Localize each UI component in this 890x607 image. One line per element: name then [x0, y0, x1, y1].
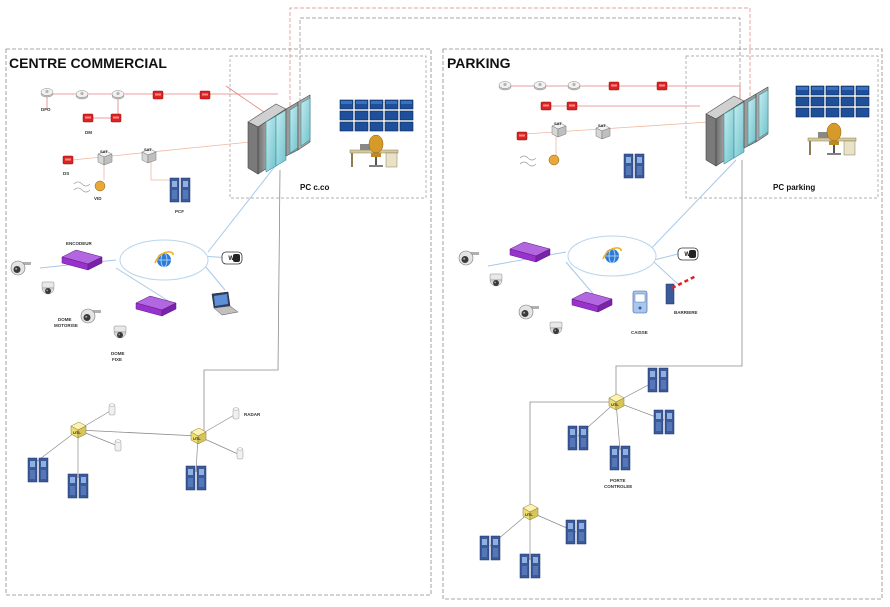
right-control-room: PC parking: [705, 85, 870, 192]
tag-sat: SAT: [554, 121, 562, 126]
monitor-wall-icon: [795, 85, 870, 118]
server-rack-icon: [247, 94, 311, 175]
pc-parking-label: PC parking: [773, 183, 815, 192]
right-fire-devices: SAT SAT: [498, 81, 668, 179]
encoder-icon: [135, 295, 177, 317]
radar-icon: [114, 439, 122, 452]
tag-sat: SAT: [598, 123, 606, 128]
fixed-camera-icon: [113, 325, 127, 339]
label-ds: DS: [63, 171, 69, 176]
operator-desk-icon: [807, 122, 857, 156]
left-control-room: PC c.co: [247, 94, 414, 192]
fire-relay-icon: [566, 101, 578, 111]
smoke-detector-icon: [533, 81, 547, 91]
site-interlink-grey: [299, 17, 741, 114]
smoke-wave-icon: [519, 155, 537, 167]
dome-camera-icon: [10, 260, 32, 276]
fixed-camera-icon: [549, 321, 563, 335]
left-video-devices: ENCODEUR DOME MOTORISE DOME FIXE: [10, 239, 243, 362]
label-barriere: BARRIERE: [674, 310, 698, 315]
smoke-detector-icon: [40, 88, 54, 98]
access-cabinet-icon: [479, 535, 501, 561]
fire-relay-icon: [152, 90, 164, 100]
cash-register-icon: [632, 290, 648, 314]
operator-desk-icon: [349, 134, 399, 168]
tag-sat: SAT: [144, 147, 152, 152]
smoke-detector-icon: [111, 90, 125, 100]
dome-camera-icon: [80, 308, 102, 324]
left-access-devices: UTL UTL RADAR: [27, 403, 261, 499]
label-pcf: PCF: [175, 209, 184, 214]
barrier-icon: [665, 274, 697, 305]
frames: [5, 7, 883, 600]
site-interlink-red: [289, 7, 751, 118]
left-fire-devices: DFO DM DS VID PCF SAT SAT: [40, 88, 211, 214]
radar-icon: [236, 447, 244, 460]
fixed-camera-icon: [489, 273, 503, 287]
flash-beacon-icon: [548, 154, 560, 166]
right-video-devices: CAISSE BARRIERE: [458, 235, 699, 335]
label-dfo: DFO: [41, 107, 51, 112]
fire-relay-icon: [199, 90, 211, 100]
laptop-icon: [211, 291, 239, 316]
dome-camera-icon: [518, 304, 540, 320]
flash-beacon-icon: [94, 180, 106, 192]
fire-cabinet-icon: [169, 177, 191, 203]
radar-icon: [232, 407, 240, 420]
internet-cloud-icon: [119, 239, 209, 281]
wifi-icon: [221, 251, 243, 265]
fixed-camera-icon: [41, 281, 55, 295]
parking-frame: [442, 48, 883, 600]
label-vid: VID: [94, 196, 102, 201]
smoke-detector-icon: [75, 90, 89, 100]
tag-utl: UTL: [73, 430, 81, 435]
monitor-wall-icon: [339, 99, 414, 132]
label-caisse: CAISSE: [631, 330, 648, 335]
dome-camera-icon: [458, 250, 480, 266]
encoder-icon: [509, 241, 551, 263]
radar-icon: [108, 403, 116, 416]
label-dome-fixe-2: FIXE: [112, 357, 122, 362]
sounder-icon: [516, 131, 528, 141]
tag-sat: SAT: [100, 149, 108, 154]
sounder-icon: [62, 155, 74, 165]
right-access-devices: UTL UTL PORTE CONTROLEE: [479, 367, 675, 579]
label-dm: DM: [85, 130, 92, 135]
access-cabinet-icon: [647, 367, 669, 393]
label-dome-fixe-1: DOME: [111, 351, 125, 356]
access-cabinet-icon: [653, 409, 675, 435]
smoke-detector-icon: [567, 81, 581, 91]
label-dome-motorise-1: DOME: [58, 317, 72, 322]
smoke-detector-icon: [498, 81, 512, 91]
label-porte-1: PORTE: [610, 478, 626, 483]
label-dome-motorise-2: MOTORISE: [54, 323, 78, 328]
internet-cloud-icon: [567, 235, 657, 277]
manual-call-point-icon: [82, 113, 94, 123]
pc-parking-zone: [685, 55, 879, 199]
tag-utl: UTL: [193, 436, 201, 441]
encoder-icon: [571, 291, 613, 313]
centre-commercial-frame: [5, 48, 432, 596]
access-cabinet-icon: [567, 425, 589, 451]
fire-cabinet-icon: [623, 153, 645, 179]
access-cabinet-icon: [27, 457, 49, 483]
tag-utl: UTL: [525, 512, 533, 517]
label-porte-2: CONTROLEE: [604, 484, 632, 489]
server-rack-icon: [705, 86, 769, 167]
tag-utl: UTL: [611, 402, 619, 407]
encoder-icon: [61, 249, 103, 271]
centre-commercial-title: CENTRE COMMERCIAL: [9, 55, 167, 71]
fire-relay-icon: [608, 81, 620, 91]
parking-title: PARKING: [447, 55, 511, 71]
fire-relay-icon: [656, 81, 668, 91]
fire-relay-icon: [540, 101, 552, 111]
fire-relay-icon: [110, 113, 122, 123]
wifi-icon: [677, 247, 699, 261]
smoke-wave-icon: [73, 181, 91, 193]
label-encodeur: ENCODEUR: [66, 241, 93, 246]
pc-cco-label: PC c.co: [300, 183, 329, 192]
label-radar: RADAR: [244, 412, 261, 417]
pc-cco-zone: [229, 55, 427, 199]
